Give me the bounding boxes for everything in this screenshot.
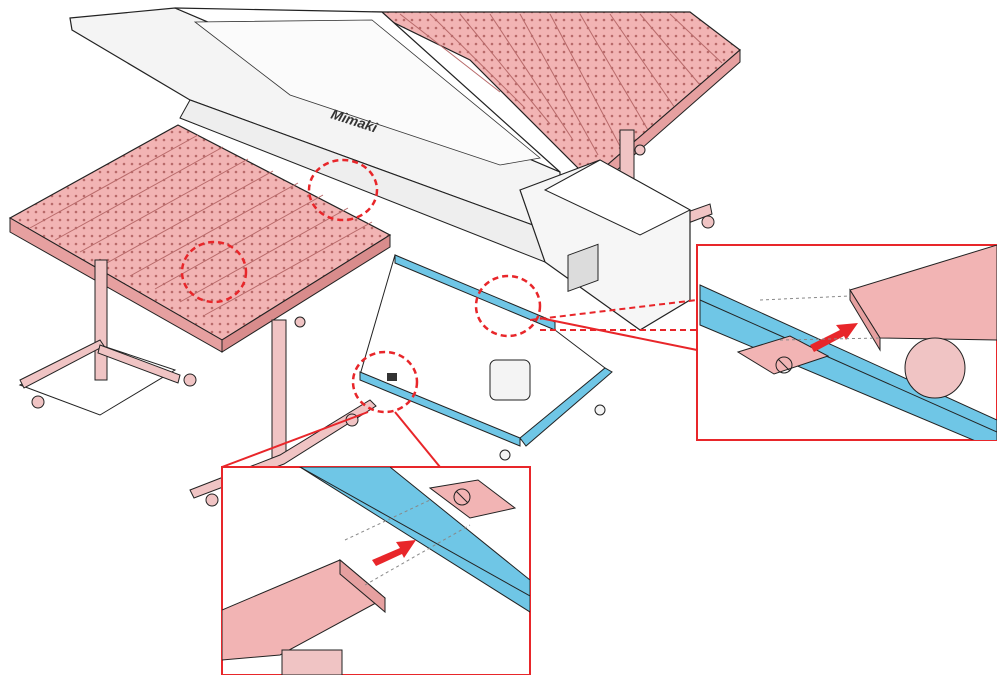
printer-body: Mimaki [69, 7, 692, 331]
leg-slot-icon [428, 479, 517, 519]
bottom-detail-callout [221, 466, 531, 675]
take-up-unit [359, 254, 613, 461]
caster-wheel-icon [31, 395, 45, 409]
crank-icon [294, 316, 306, 328]
control-panel-icon [567, 243, 599, 292]
insert-arrow-icon [372, 540, 416, 566]
callout-connectors [221, 299, 698, 468]
caster-wheel-icon [183, 373, 197, 387]
table-leg-icon [222, 559, 386, 661]
roller-motor-icon [489, 359, 531, 401]
highlight-circle [351, 350, 419, 414]
insert-arrow-icon [810, 323, 858, 352]
right-detail-callout [696, 244, 997, 441]
caster-wheel-icon [205, 493, 219, 507]
highlight-circles [180, 158, 542, 414]
highlight-circle [307, 158, 379, 222]
highlight-circle [474, 274, 542, 338]
highlight-circle [180, 240, 248, 304]
mounting-bracket-icon [387, 373, 397, 381]
caster-wheel-icon [904, 337, 966, 399]
leg-slot-icon [736, 335, 830, 375]
crank-icon [634, 144, 646, 156]
front-table [8, 124, 392, 507]
